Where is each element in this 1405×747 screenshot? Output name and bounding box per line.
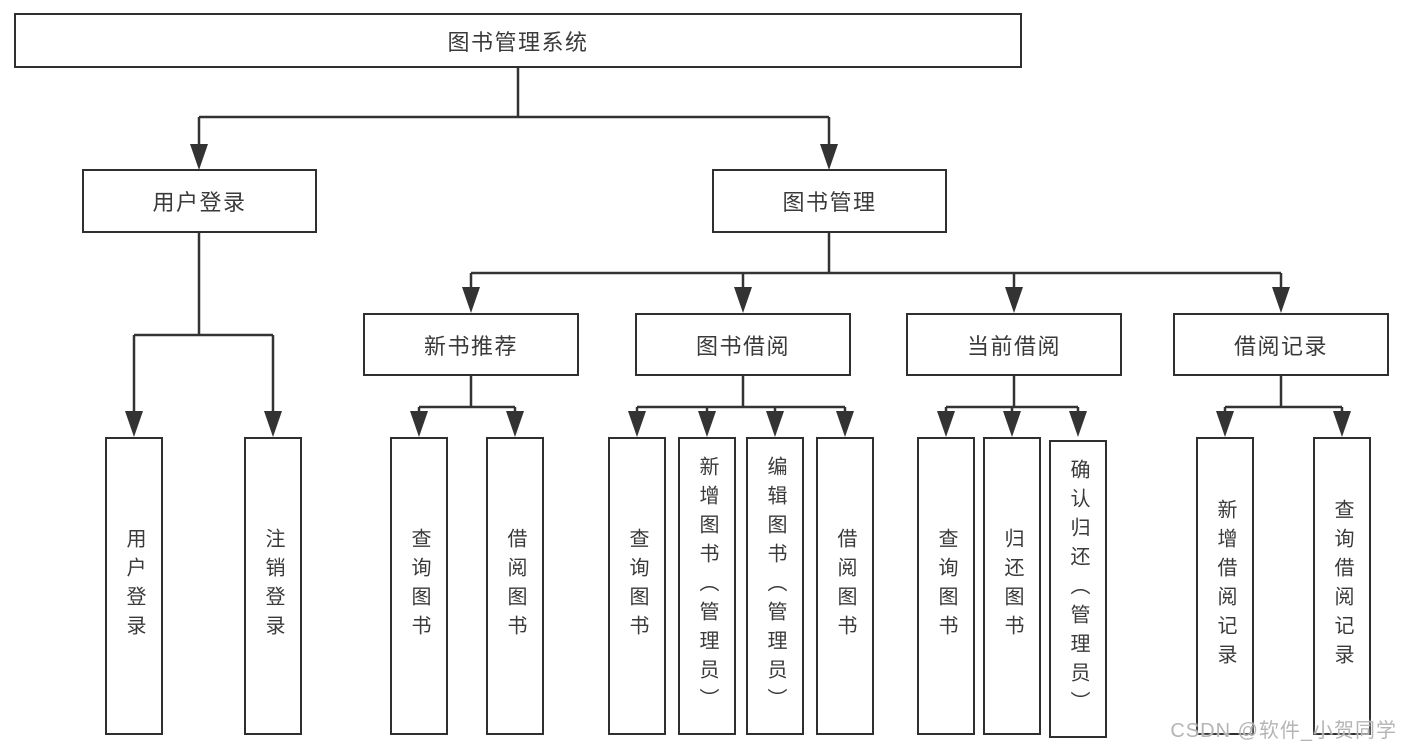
arrow-head (734, 287, 752, 313)
leaf-current-query: 查询图书 (917, 437, 975, 735)
leaf-newbook-query: 查询图书 (390, 437, 448, 735)
arrow-head (1333, 411, 1351, 437)
node-root: 图书管理系统 (14, 13, 1022, 68)
connector-lines (132, 68, 1344, 413)
leaf-records-query: 查询借阅记录 (1313, 437, 1371, 735)
arrow-head (1272, 287, 1290, 313)
leaf-newbook-borrow-label: 借阅图书 (504, 528, 526, 644)
leaf-records-add: 新增借阅记录 (1196, 437, 1254, 735)
arrow-head (1216, 411, 1234, 437)
arrow-head (410, 411, 428, 437)
node-new-book-recommend-label: 新书推荐 (423, 333, 518, 359)
arrow-head (1069, 411, 1087, 437)
leaf-borrow-query-label: 查询图书 (626, 528, 648, 644)
node-new-book-recommend: 新书推荐 (363, 313, 579, 376)
arrow-head (190, 144, 208, 170)
arrow-head (937, 411, 955, 437)
leaf-user-login-label: 用户登录 (123, 528, 145, 644)
node-book-management-label: 图书管理 (782, 190, 877, 215)
node-user-login: 用户登录 (82, 169, 317, 233)
leaf-current-return-label: 归还图书 (1001, 528, 1023, 644)
leaf-newbook-borrow: 借阅图书 (486, 437, 544, 735)
leaf-borrow-query: 查询图书 (608, 437, 666, 735)
leaf-records-query-label: 查询借阅记录 (1331, 499, 1353, 673)
leaf-borrow-edit-admin: 编辑图书（管理员） (746, 437, 804, 735)
csdn-watermark: CSDN @软件_小贺同学 (1170, 720, 1397, 742)
leaf-current-query-label: 查询图书 (935, 528, 957, 644)
leaf-current-confirm-admin: 确认归还（管理员） (1049, 440, 1107, 738)
leaf-current-confirm-admin-label: 确认归还（管理员） (1067, 458, 1089, 720)
leaf-logout: 注销登录 (244, 437, 302, 735)
node-book-borrow-label: 图书借阅 (695, 333, 790, 359)
arrow-head (506, 411, 524, 437)
node-book-management: 图书管理 (712, 169, 947, 233)
leaf-current-return: 归还图书 (983, 437, 1041, 735)
leaf-borrow-edit-admin-label: 编辑图书（管理员） (764, 455, 786, 717)
node-book-borrow: 图书借阅 (635, 313, 851, 376)
arrow-head (1003, 411, 1021, 437)
leaf-borrow-add-admin: 新增图书（管理员） (678, 437, 736, 735)
node-current-borrow: 当前借阅 (906, 313, 1122, 376)
leaf-user-login: 用户登录 (105, 437, 163, 735)
node-borrow-records-label: 借阅记录 (1233, 333, 1328, 359)
node-current-borrow-label: 当前借阅 (966, 333, 1061, 359)
arrow-head (1005, 287, 1023, 313)
arrow-head (820, 144, 838, 170)
leaf-borrow-borrow: 借阅图书 (816, 437, 874, 735)
arrow-head (462, 287, 480, 313)
leaf-records-add-label: 新增借阅记录 (1214, 499, 1236, 673)
arrow-head (628, 411, 646, 437)
arrow-head (766, 411, 784, 437)
leaf-borrow-borrow-label: 借阅图书 (834, 528, 856, 644)
leaf-logout-label: 注销登录 (262, 528, 284, 644)
node-borrow-records: 借阅记录 (1173, 313, 1389, 376)
arrow-head (698, 411, 716, 437)
node-user-login-label: 用户登录 (152, 190, 247, 215)
leaf-newbook-query-label: 查询图书 (408, 528, 430, 644)
leaf-borrow-add-admin-label: 新增图书（管理员） (696, 455, 718, 717)
arrow-head (125, 411, 143, 437)
arrow-head (264, 411, 282, 437)
arrow-head (836, 411, 854, 437)
node-root-label: 图书管理系统 (447, 29, 589, 55)
